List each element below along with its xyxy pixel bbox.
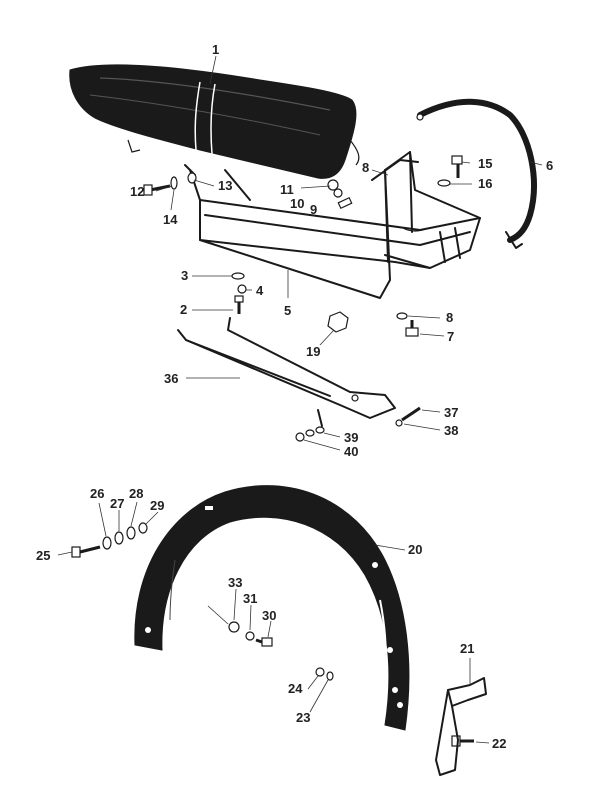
part-label-24: 24 (288, 681, 303, 696)
part-label-19: 19 (306, 344, 320, 359)
leader-lines (57, 55, 543, 744)
part-labels: 1 2 3 4 5 6 7 8 8 9 10 11 12 13 14 15 16… (36, 42, 553, 751)
part-label-28: 28 (129, 486, 143, 501)
part-label-39: 39 (344, 430, 358, 445)
part-label-25: 25 (36, 548, 50, 563)
part-label-26: 26 (90, 486, 104, 501)
part-label-38: 38 (444, 423, 458, 438)
mudguard-hardware (71, 522, 474, 747)
part-label-1: 1 (212, 42, 219, 57)
part-label-8-lower: 8 (446, 310, 453, 325)
part-label-31: 31 (243, 591, 257, 606)
part-label-23: 23 (296, 710, 310, 725)
part-label-27: 27 (110, 496, 124, 511)
part-label-11: 11 (280, 182, 294, 197)
part-label-10: 10 (290, 196, 304, 211)
part-label-36: 36 (164, 371, 178, 386)
upper-hardware (143, 155, 463, 337)
mudguard-part (134, 485, 410, 731)
part-label-13: 13 (218, 178, 232, 193)
part-label-22: 22 (492, 736, 506, 751)
part-label-2: 2 (180, 302, 187, 317)
part-label-8-upper: 8 (362, 160, 369, 175)
part-label-33: 33 (228, 575, 242, 590)
stay-hardware (295, 406, 421, 442)
part-label-14: 14 (163, 212, 178, 227)
part-label-29: 29 (150, 498, 164, 513)
carrier-frame-part (184, 151, 481, 299)
part-label-6: 6 (546, 158, 553, 173)
grab-strap-part (416, 98, 537, 249)
part-label-37: 37 (444, 405, 458, 420)
part-label-3: 3 (181, 268, 188, 283)
part-label-5: 5 (284, 303, 291, 318)
seat-part (69, 64, 360, 179)
part-label-12: 12 (130, 184, 144, 199)
part-label-7: 7 (447, 329, 454, 344)
part-label-4: 4 (256, 283, 264, 298)
part-label-9: 9 (310, 202, 317, 217)
part-label-16: 16 (478, 176, 492, 191)
clamp-hardware (327, 179, 353, 210)
lower-stay-part (177, 317, 396, 427)
part-label-30: 30 (262, 608, 276, 623)
part-label-40: 40 (344, 444, 358, 459)
part-label-15: 15 (478, 156, 492, 171)
bracket-part (435, 677, 487, 776)
part-label-20: 20 (408, 542, 422, 557)
part-label-21: 21 (460, 641, 474, 656)
